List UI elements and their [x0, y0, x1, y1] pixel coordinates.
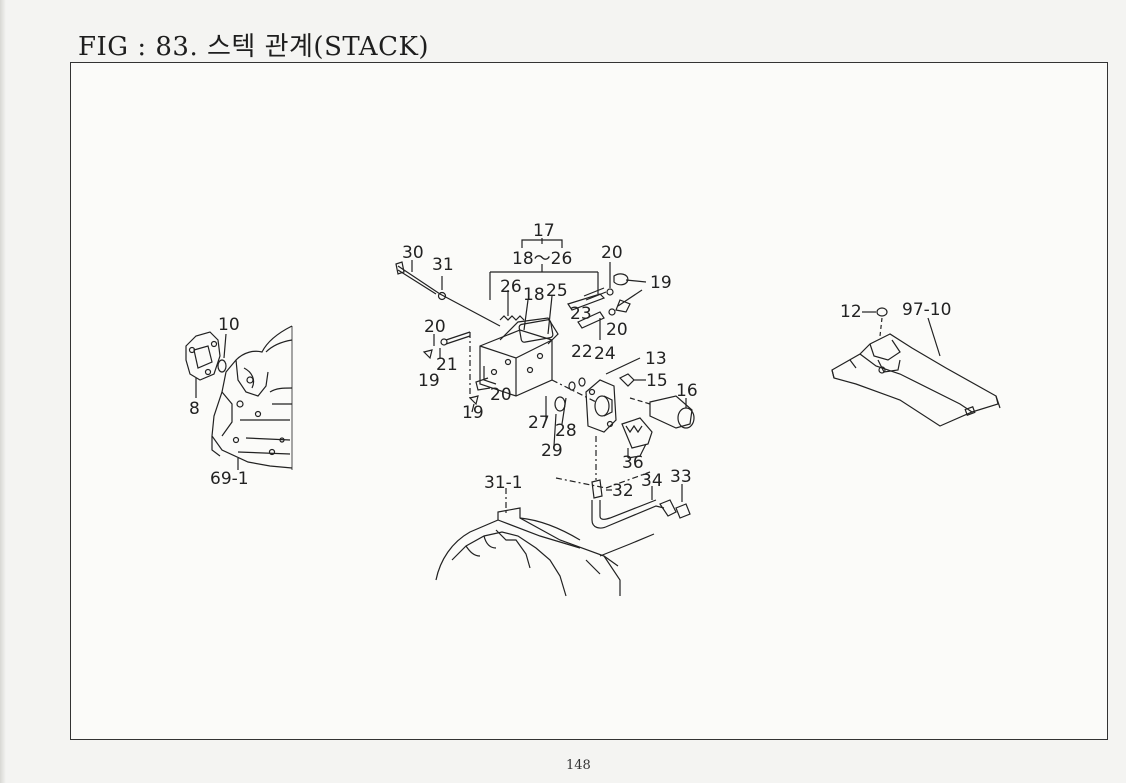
label-30: 30 — [402, 243, 424, 263]
label-18-26: 18～26 — [512, 249, 572, 269]
label-33: 33 — [670, 467, 692, 487]
engine-block-outline — [435, 488, 655, 597]
figure-title: FIG : 83. 스텍 관계(STACK) — [78, 32, 430, 62]
stack-valve-assembly — [395, 238, 647, 447]
side-cover-plate-8 — [185, 331, 239, 470]
label-13: 13 — [645, 349, 667, 369]
label-22: 22 — [571, 342, 593, 362]
label-29: 29 — [541, 441, 563, 461]
label-17: 17 — [533, 221, 555, 241]
label-24: 24 — [594, 344, 616, 364]
page-number: 148 — [566, 758, 591, 773]
label-20-top: 20 — [601, 243, 623, 263]
label-69-1: 69-1 — [210, 469, 249, 489]
label-21: 21 — [436, 355, 458, 375]
label-8: 8 — [189, 399, 200, 419]
label-19-bottom: 19 — [462, 403, 484, 423]
label-20-left: 20 — [424, 317, 446, 337]
pipe-assembly — [555, 436, 691, 529]
label-27: 27 — [528, 413, 550, 433]
diagram-frame — [70, 62, 1108, 740]
label-32: 32 — [612, 481, 634, 501]
label-12: 12 — [840, 302, 862, 322]
label-23: 23 — [570, 304, 592, 324]
label-15: 15 — [646, 371, 668, 391]
label-20-bottom: 20 — [490, 385, 512, 405]
solenoid-36 — [621, 417, 653, 459]
label-26: 26 — [500, 277, 522, 297]
label-28: 28 — [555, 421, 577, 441]
label-20-right: 20 — [606, 320, 628, 340]
label-19-top: 19 — [650, 273, 672, 293]
label-10: 10 — [218, 315, 240, 335]
label-97-10: 97-10 — [902, 300, 951, 320]
label-36: 36 — [622, 453, 644, 473]
label-19-left: 19 — [418, 371, 440, 391]
scan-edge — [0, 0, 6, 783]
label-31-1: 31-1 — [484, 473, 523, 493]
label-18: 18 — [523, 285, 545, 305]
cover-plate-97-10 — [831, 307, 1001, 427]
flywheel-housing — [211, 325, 293, 470]
label-16: 16 — [676, 381, 698, 401]
label-25: 25 — [546, 281, 568, 301]
label-34: 34 — [641, 471, 663, 491]
part-number-labels: 17 18～26 30 31 20 19 26 18 25 23 20 22 2… — [189, 221, 951, 501]
nut-15 — [618, 373, 646, 387]
label-31: 31 — [432, 255, 454, 275]
solenoid-16 — [629, 395, 695, 429]
flange-13 — [585, 357, 641, 433]
